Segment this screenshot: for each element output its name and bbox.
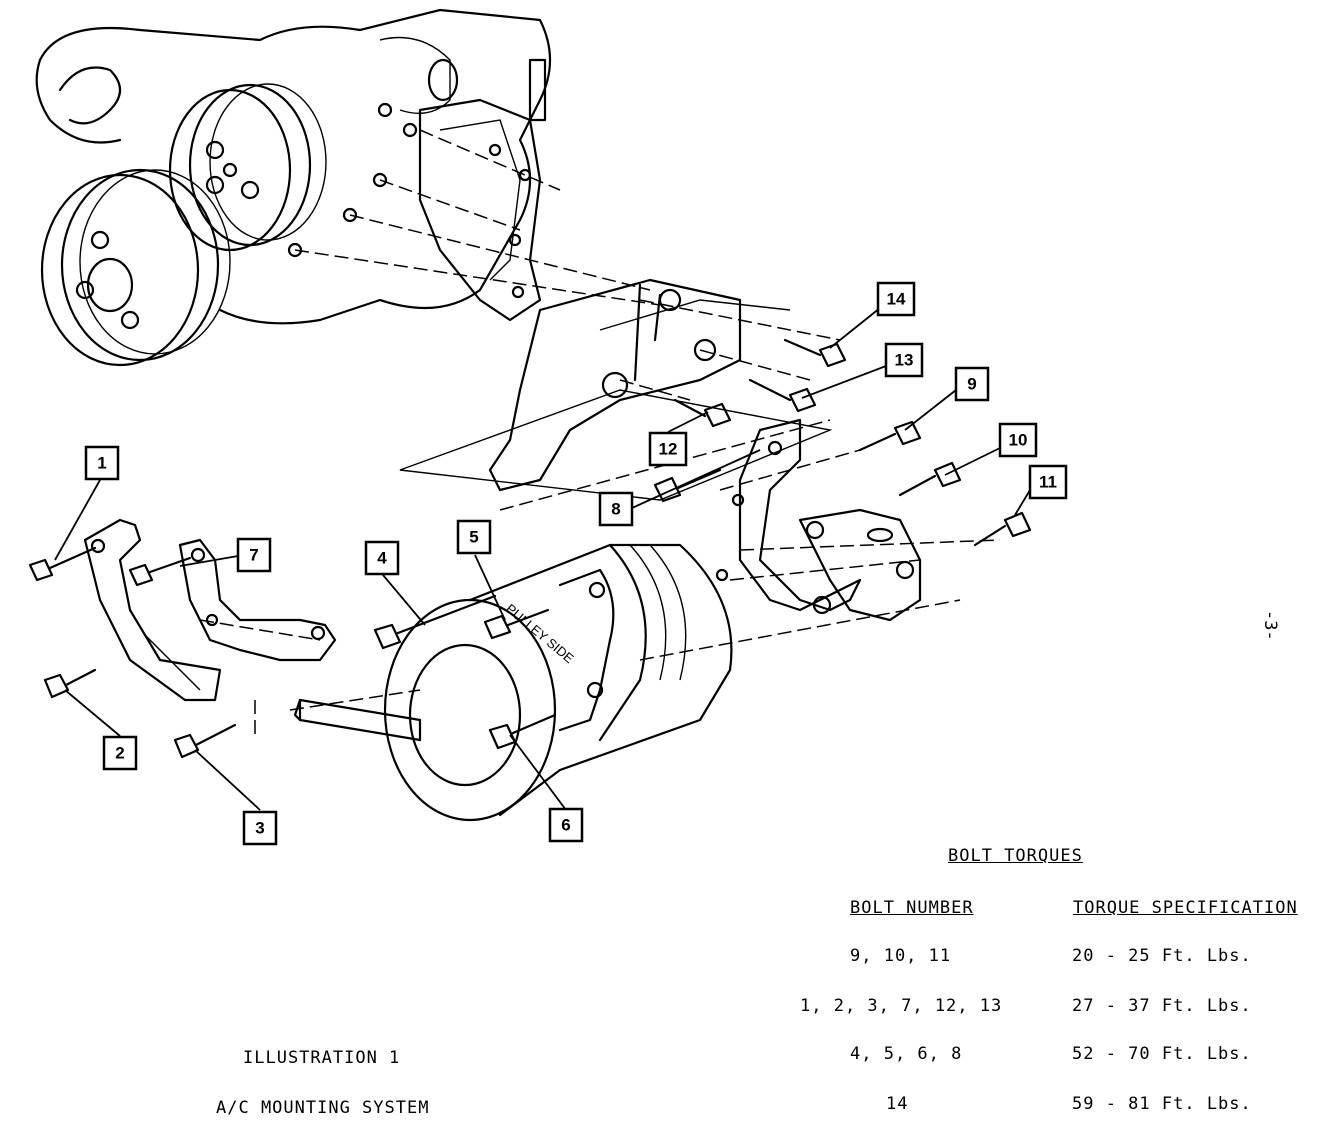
bolt-6 bbox=[488, 713, 557, 750]
row-4-bolts: 14 bbox=[886, 1094, 909, 1114]
callout-7: 7 bbox=[236, 537, 272, 573]
rear-mounting-bracket bbox=[399, 278, 833, 501]
page-number: -3- bbox=[1260, 610, 1280, 641]
svg-text:6: 6 bbox=[561, 816, 570, 835]
callout-8: 8 bbox=[598, 491, 634, 527]
callout-13: 13 bbox=[884, 342, 924, 378]
compressor-label: PULLEY SIDE bbox=[503, 601, 577, 666]
svg-text:9: 9 bbox=[967, 375, 976, 394]
bolt-10 bbox=[898, 461, 962, 497]
leader-lines bbox=[54, 307, 1031, 811]
svg-text:10: 10 bbox=[1009, 431, 1028, 450]
illustration-title: ILLUSTRATION 1 bbox=[243, 1048, 401, 1068]
callout-10: 10 bbox=[998, 422, 1038, 458]
bolt-1 bbox=[28, 546, 97, 582]
bolt-9 bbox=[858, 420, 922, 452]
svg-text:2: 2 bbox=[115, 744, 124, 763]
bolt-5 bbox=[483, 608, 550, 640]
bolt-7 bbox=[128, 556, 192, 587]
svg-text:7: 7 bbox=[249, 546, 258, 565]
svg-text:14: 14 bbox=[887, 290, 906, 309]
alignment-lines bbox=[199, 129, 1001, 740]
row-1-torque: 20 - 25 Ft. Lbs. bbox=[1072, 946, 1252, 966]
engine-bracket bbox=[287, 98, 542, 322]
front-mounting-bracket bbox=[715, 418, 922, 622]
bolt-12 bbox=[673, 398, 732, 428]
row-2-torque: 27 - 37 Ft. Lbs. bbox=[1072, 996, 1252, 1016]
bolt-4 bbox=[373, 594, 497, 650]
bolt-11 bbox=[973, 511, 1032, 547]
crankshaft-pulley bbox=[40, 168, 231, 367]
adjusting-brackets bbox=[83, 518, 337, 702]
callout-6: 6 bbox=[548, 807, 584, 843]
callout-2: 2 bbox=[102, 735, 138, 771]
bolt-13 bbox=[748, 378, 817, 413]
header-bolt-number: BOLT NUMBER bbox=[850, 898, 974, 918]
bolt-2 bbox=[43, 668, 97, 699]
svg-text:13: 13 bbox=[895, 351, 914, 370]
callout-12: 12 bbox=[648, 431, 688, 467]
bolt-8 bbox=[653, 468, 722, 503]
svg-text:1: 1 bbox=[97, 454, 106, 473]
ac-compressor: PULLEY SIDE bbox=[293, 543, 733, 822]
torque-table-title: BOLT TORQUES bbox=[948, 846, 1083, 866]
row-3-bolts: 4, 5, 6, 8 bbox=[850, 1044, 963, 1064]
bolt-3 bbox=[173, 723, 237, 759]
callout-9: 9 bbox=[954, 366, 990, 402]
callouts: 1 2 3 4 5 6 7 8 9 10 11 12 13 14 bbox=[84, 281, 1068, 846]
row-3-torque: 52 - 70 Ft. Lbs. bbox=[1072, 1044, 1252, 1064]
water-pump-pulley bbox=[168, 83, 327, 252]
row-2-bolts: 1, 2, 3, 7, 12, 13 bbox=[800, 996, 1003, 1016]
callout-4: 4 bbox=[364, 540, 400, 576]
svg-text:3: 3 bbox=[255, 819, 264, 838]
illustration-subtitle: A/C MOUNTING SYSTEM bbox=[216, 1098, 430, 1118]
callout-1: 1 bbox=[84, 445, 120, 481]
svg-text:4: 4 bbox=[377, 549, 387, 568]
callout-11: 11 bbox=[1028, 464, 1068, 500]
header-torque-spec: TORQUE SPECIFICATION bbox=[1073, 898, 1298, 918]
bolts bbox=[28, 338, 1032, 759]
svg-text:11: 11 bbox=[1039, 473, 1057, 492]
svg-text:8: 8 bbox=[611, 500, 620, 519]
row-1-bolts: 9, 10, 11 bbox=[850, 946, 952, 966]
svg-text:12: 12 bbox=[659, 440, 678, 459]
callout-3: 3 bbox=[242, 810, 278, 846]
callout-5: 5 bbox=[456, 519, 492, 555]
svg-text:5: 5 bbox=[469, 528, 478, 547]
callout-14: 14 bbox=[876, 281, 916, 317]
row-4-torque: 59 - 81 Ft. Lbs. bbox=[1072, 1094, 1252, 1114]
engine-block bbox=[35, 8, 552, 325]
